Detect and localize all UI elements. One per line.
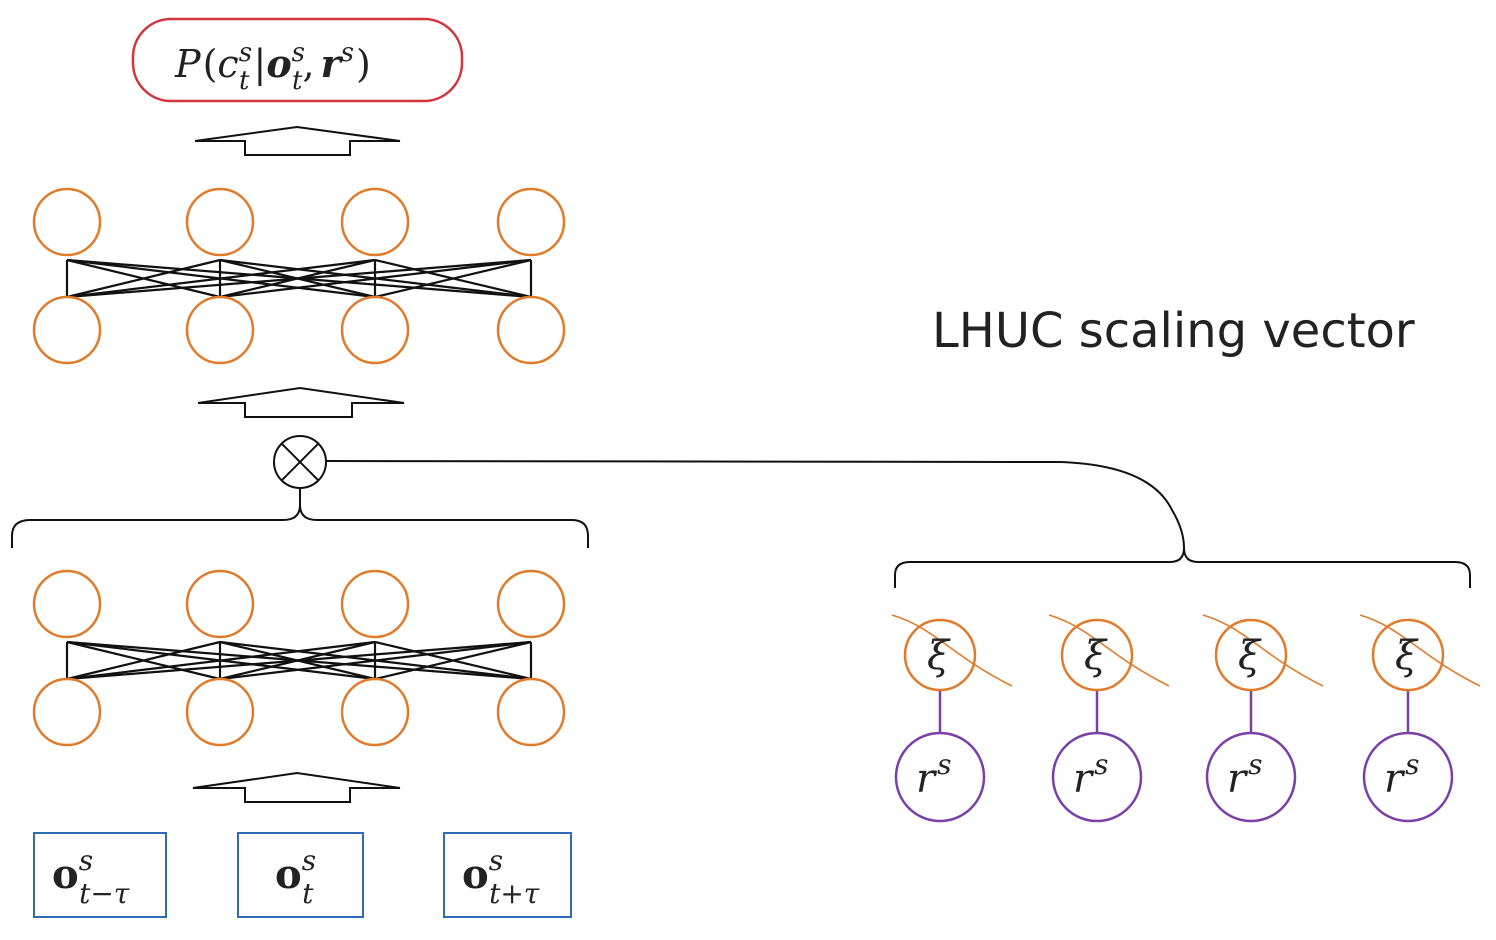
lhuc-activation-curve-3	[1202, 614, 1324, 687]
lower-top-neuron-4	[496, 569, 566, 639]
multiply-stroke-2	[280, 442, 320, 482]
lower-top-neuron-2	[185, 569, 255, 639]
input-arrow	[192, 771, 401, 803]
lhuc-neuron-2	[1060, 618, 1134, 692]
lower-edge-1-0	[66, 640, 221, 681]
upper-edge-3-0	[66, 258, 532, 299]
lhuc-neuron-3	[1214, 618, 1288, 692]
lhuc-units: ξ rs ξ rs ξ rs ξ rs	[891, 614, 1481, 823]
speaker-param-node-2	[1051, 731, 1143, 823]
lower-edge-3-0	[66, 640, 532, 681]
input-box-3	[443, 832, 572, 918]
hidden-layer-brace	[11, 489, 589, 548]
lhuc-activation-curve-2	[1048, 614, 1170, 687]
upper-network-block	[32, 187, 566, 365]
lhuc-activation-curve-1	[891, 614, 1013, 687]
input-box-2	[237, 832, 364, 918]
upper-edge-2-0	[66, 258, 376, 299]
input-box-1	[33, 832, 167, 918]
upper-top-neuron-4	[496, 187, 566, 257]
upper-top-neuron-2	[185, 187, 255, 257]
lhuc-unit-1: ξ rs	[891, 614, 1013, 823]
lower-bottom-neuron-2	[185, 677, 255, 747]
upper-edge-1-0	[66, 258, 221, 299]
speaker-param-label-2: rs	[1073, 748, 1109, 802]
xi-symbol-1: ξ	[927, 633, 951, 679]
upper-bottom-neuron-3	[340, 295, 410, 365]
xi-symbol-4: ξ	[1395, 633, 1419, 679]
upper-edge-3-1	[219, 258, 532, 299]
lhuc-unit-2: ξ rs	[1048, 614, 1170, 823]
lower-edge-3-1	[219, 640, 532, 681]
speaker-param-label-3: rs	[1227, 748, 1263, 802]
speaker-param-label-4: rs	[1384, 748, 1420, 802]
lhuc-unit-3: ξ rs	[1202, 614, 1324, 823]
lower-top-neuron-1	[32, 569, 102, 639]
lower-bottom-neuron-1	[32, 677, 102, 747]
lower-bottom-neuron-4	[496, 677, 566, 747]
output-arrow	[194, 125, 401, 156]
output-box	[131, 17, 464, 103]
speaker-param-label-1: rs	[916, 748, 952, 802]
speaker-param-node-3	[1205, 731, 1297, 823]
lhuc-label: LHUC scaling vector	[932, 303, 1415, 359]
xi-symbol-3: ξ	[1238, 633, 1262, 679]
lower-edge-3-2	[374, 640, 532, 681]
upper-top-neuron-1	[32, 187, 102, 257]
speaker-param-node-1	[894, 731, 986, 823]
multiply-operator	[273, 435, 327, 489]
lhuc-neuron-4	[1371, 618, 1445, 692]
xi-symbol-2: ξ	[1084, 633, 1108, 679]
upper-edge-3-2	[374, 258, 532, 299]
lhuc-connection	[325, 460, 1185, 549]
upper-bottom-neuron-4	[496, 295, 566, 365]
lower-edge-2-0	[66, 640, 376, 681]
upper-bottom-neuron-2	[185, 295, 255, 365]
lower-network-block	[32, 569, 566, 747]
lhuc-unit-4: ξ rs	[1359, 614, 1481, 823]
lhuc-neuron-1	[903, 618, 977, 692]
speaker-param-node-4	[1362, 731, 1454, 823]
upper-bottom-neuron-1	[32, 295, 102, 365]
lower-bottom-neuron-3	[340, 677, 410, 747]
upper-top-neuron-3	[340, 187, 410, 257]
lhuc-brace	[894, 547, 1471, 588]
lhuc-activation-curve-4	[1359, 614, 1481, 687]
middle-arrow	[197, 386, 405, 418]
lower-top-neuron-3	[340, 569, 410, 639]
